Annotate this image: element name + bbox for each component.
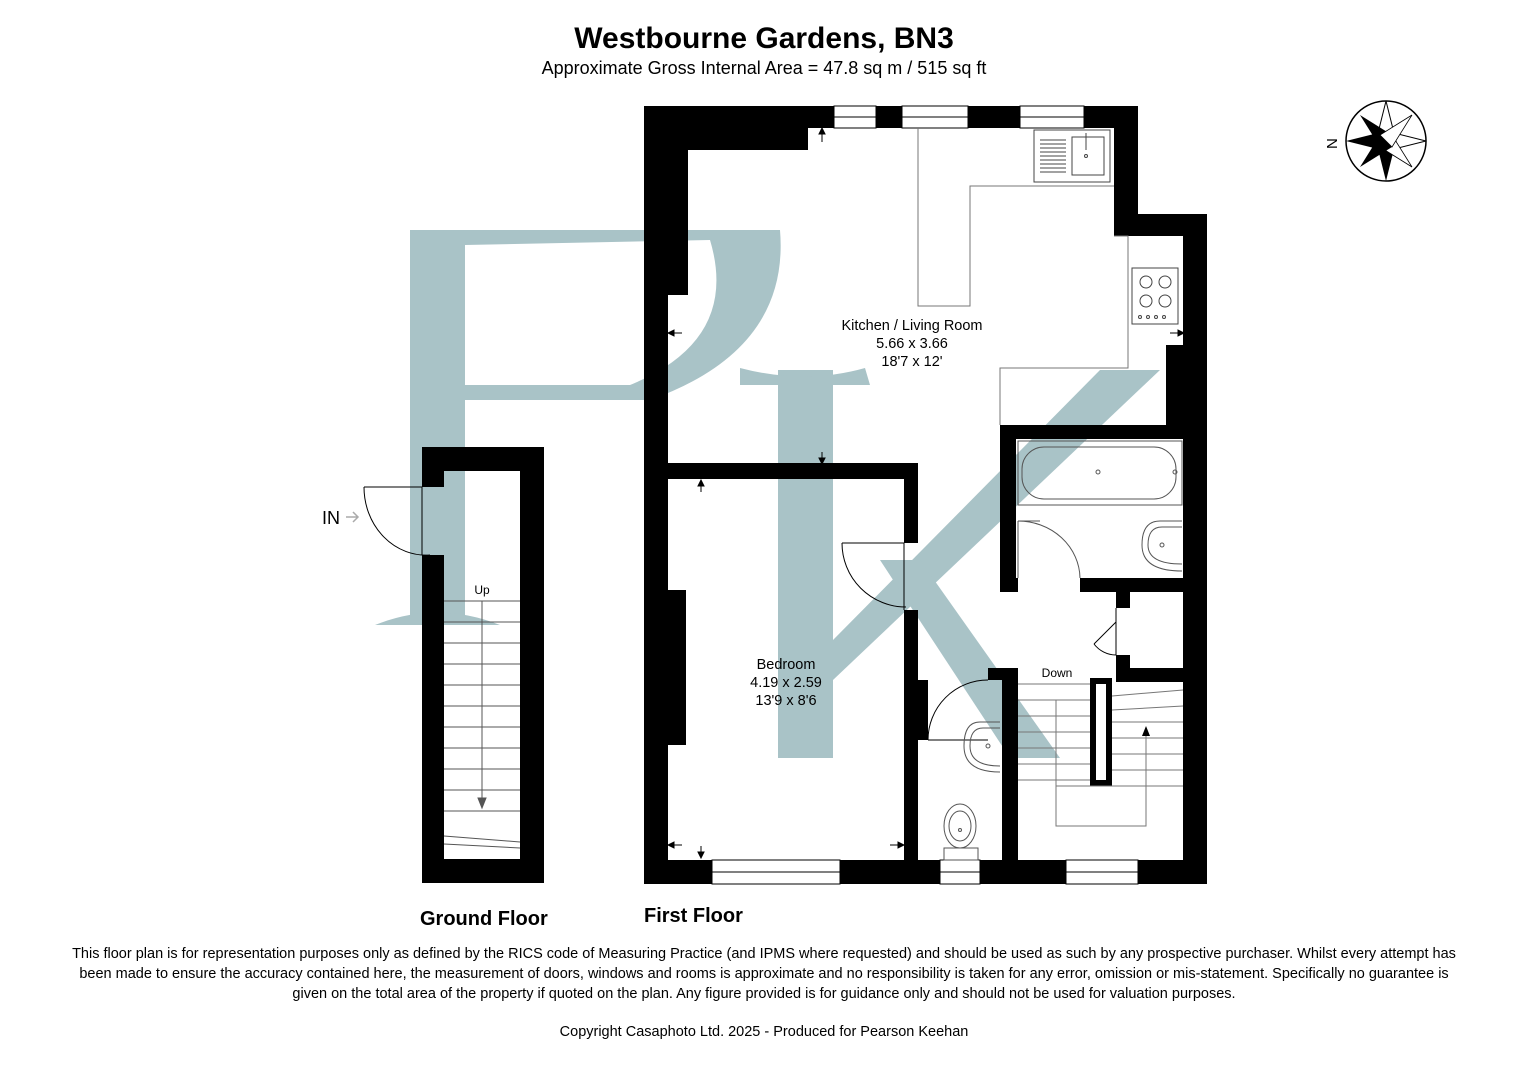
room-size-metric: 4.19 x 2.59 [750, 675, 822, 691]
dimension-markers [666, 126, 1186, 860]
doors [841, 542, 1117, 741]
windows [711, 105, 1139, 885]
disclaimer-text: This floor plan is for representation pu… [72, 946, 1456, 1002]
first-stairs-label: Down [1042, 666, 1073, 680]
first-floor-label: First Floor [644, 905, 743, 927]
plan-title: Westbourne Gardens, BN3 [574, 22, 954, 55]
room-size-metric: 5.66 x 3.66 [876, 336, 948, 352]
room-name: Kitchen / Living Room [841, 318, 982, 334]
ground-floor-label: Ground Floor [420, 908, 548, 930]
room-size-imperial: 13'9 x 8'6 [755, 693, 816, 709]
first-floor-stairs [1018, 683, 1184, 827]
ground-stairs-label: Up [474, 583, 490, 597]
entrance-label: IN [322, 508, 340, 528]
room-label-kitchen-living: Kitchen / Living Room 5.66 x 3.66 18'7 x… [841, 318, 982, 370]
compass-north-label: N [1324, 138, 1341, 149]
wc-fittings [943, 721, 1001, 861]
compass-rose: N [1324, 100, 1427, 182]
ground-floor-stairs [443, 600, 521, 849]
room-label-bedroom: Bedroom 4.19 x 2.59 13'9 x 8'6 [750, 657, 822, 709]
gross-area-subtitle: Approximate Gross Internal Area = 47.8 s… [541, 58, 987, 78]
kitchen-fittings [917, 128, 1179, 425]
room-name: Bedroom [757, 657, 816, 673]
first-floor-plan [644, 106, 1207, 884]
entrance-marker: IN [322, 508, 360, 528]
room-size-imperial: 18'7 x 12' [881, 354, 942, 370]
copyright-text: Copyright Casaphoto Ltd. 2025 - Produced… [559, 1024, 969, 1040]
bathroom-fittings [1017, 440, 1183, 579]
ground-floor-plan [363, 447, 544, 883]
